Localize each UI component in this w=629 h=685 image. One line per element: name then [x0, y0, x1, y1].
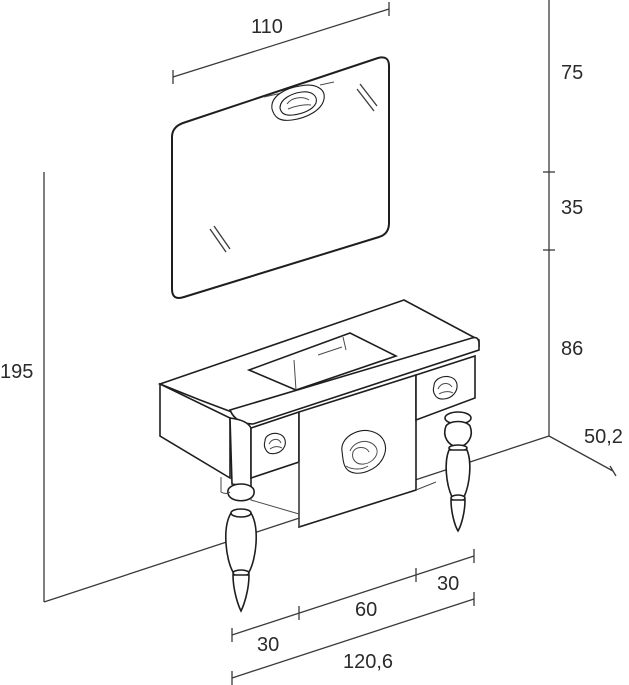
right-drawer-rose-handle: [432, 375, 458, 400]
gap-height-label: 35: [561, 197, 583, 219]
cabinet-height-label: 86: [561, 338, 583, 360]
mirror: [171, 56, 390, 299]
right-leg: [443, 411, 473, 533]
vanity-cabinet: [157, 299, 480, 529]
left-drawer-rose-handle: [263, 432, 286, 455]
left-leg: [225, 483, 257, 613]
mirror-width-label: 110: [251, 16, 283, 38]
mirror-crown-ornament: [263, 81, 335, 121]
depth-label: 50,2: [584, 426, 623, 448]
back-leg: [220, 477, 231, 494]
dimension-labels: 110 75 35 86 195 50,2 30 60 30 120,6: [0, 16, 623, 673]
mirror-height-label: 75: [561, 62, 583, 84]
total-height-label: 195: [0, 361, 33, 383]
total-width-label: 120,6: [343, 651, 393, 673]
side-module-right-label: 30: [437, 573, 459, 595]
side-module-left-label: 30: [257, 634, 279, 656]
center-module-label: 60: [355, 599, 377, 621]
center-door-rose-handle: [341, 429, 387, 474]
